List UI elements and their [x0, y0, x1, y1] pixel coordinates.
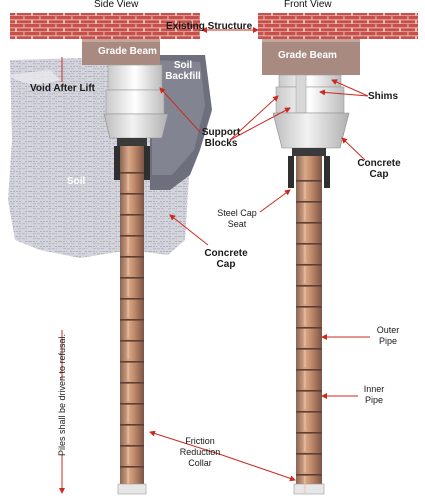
label-concrete-cap-side: Concrete Cap	[204, 248, 248, 270]
pipe-joint-band	[296, 432, 322, 434]
pipe-highlight	[127, 405, 130, 422]
pipe-joint-band	[120, 298, 144, 300]
pipe-joint-band	[296, 348, 322, 350]
pipe-joint-band	[120, 382, 144, 384]
pipe-highlight	[127, 300, 130, 317]
label-soil: Soil	[67, 176, 86, 187]
front-view-title: Front View	[284, 0, 332, 10]
pipe-joint-band	[120, 277, 144, 279]
grade-beam-front	[262, 39, 360, 75]
label-shims: Shims	[368, 91, 399, 102]
label-friction-reduction-collar: Friction Reduction Collar	[179, 436, 221, 468]
pipe-highlight	[303, 308, 306, 325]
label-outer-pipe: Outer Pipe	[376, 325, 400, 346]
pipe-joint-band	[296, 453, 322, 455]
pipe-joint-band	[296, 201, 322, 203]
pipe-highlight	[303, 455, 306, 472]
pipe-highlight	[303, 434, 306, 451]
concrete-cap-side	[103, 113, 169, 139]
pipe-highlight	[127, 216, 130, 233]
pipe-joint-band	[120, 172, 144, 174]
pipe-highlight	[127, 279, 130, 296]
pile-side	[117, 146, 147, 495]
pipe-highlight	[127, 258, 130, 275]
label-support-blocks: Support Blocks	[201, 127, 241, 149]
pipe-joint-band	[120, 256, 144, 258]
label-grade-beam-front: Grade Beam	[278, 50, 337, 61]
pipe-joint-band	[120, 466, 144, 468]
pipe-highlight	[303, 287, 306, 304]
pipe-highlight	[303, 245, 306, 262]
pipe-highlight	[127, 342, 130, 359]
grade-beam-side	[82, 39, 160, 65]
label-concrete-cap-front: Concrete Cap	[357, 158, 401, 180]
brick-structure-side	[10, 13, 200, 39]
label-refusal-note: Piles shall be driven to refusal.	[57, 333, 67, 456]
pipe-highlight	[127, 384, 130, 401]
label-steel-cap-seat: Steel Cap Seat	[217, 208, 257, 229]
pipe-highlight	[303, 182, 306, 199]
pipe-joint-band	[296, 264, 322, 266]
steel-cap-seat-front	[292, 148, 326, 156]
support-blocks-side	[105, 64, 165, 115]
label-void-after-lift: Void After Lift	[30, 83, 95, 94]
pile-front	[293, 156, 325, 495]
pipe-joint-band	[120, 235, 144, 237]
pipe-joint-band	[296, 306, 322, 308]
pipe-highlight	[127, 363, 130, 380]
label-grade-beam-side: Grade Beam	[98, 46, 157, 57]
pipe-joint-band	[296, 285, 322, 287]
pipe-highlight	[303, 413, 306, 430]
pipe-joint-band	[120, 340, 144, 342]
pipe-highlight	[303, 329, 306, 346]
pipe-highlight	[303, 476, 306, 493]
pipe-joint-band	[120, 214, 144, 216]
label-inner-pipe: Inner Pipe	[363, 384, 385, 405]
pipe-joint-band	[296, 390, 322, 392]
pipe-highlight	[127, 447, 130, 464]
pipe-highlight	[303, 203, 306, 220]
side-view-title: Side View	[94, 0, 139, 10]
pipe-joint-band	[296, 243, 322, 245]
pipe-joint-band	[296, 222, 322, 224]
pipe-joint-band	[120, 319, 144, 321]
label-soil-backfill: Soil Backfill	[165, 60, 201, 82]
pipe-highlight	[127, 174, 130, 191]
pipe-highlight	[127, 237, 130, 254]
pipe-highlight	[127, 426, 130, 443]
pipe-joint-band	[296, 411, 322, 413]
pipe-joint-band	[296, 180, 322, 182]
pipe-highlight	[127, 468, 130, 485]
pipe-highlight	[303, 350, 306, 367]
pipe-highlight	[303, 371, 306, 388]
pipe-highlight	[303, 266, 306, 283]
pipe-highlight	[127, 321, 130, 338]
pipe-joint-band	[120, 424, 144, 426]
pipe-joint-band	[120, 403, 144, 405]
support-blocks-front	[275, 74, 345, 114]
pipe-highlight	[303, 224, 306, 241]
brick-structure-front	[258, 13, 418, 39]
pipe-highlight	[303, 392, 306, 409]
pipe-joint-band	[296, 327, 322, 329]
pipe-joint-band	[120, 193, 144, 195]
leader-lines	[59, 27, 370, 494]
pipe-joint-band	[296, 474, 322, 476]
pipe-highlight	[127, 195, 130, 212]
pipe-joint-band	[296, 369, 322, 371]
pipe-joint-band	[120, 445, 144, 447]
steel-cap-seat-side	[117, 138, 147, 146]
label-existing-structure: Existing Structure	[166, 21, 253, 32]
concrete-cap-front	[272, 112, 350, 149]
pipe-joint-band	[120, 361, 144, 363]
